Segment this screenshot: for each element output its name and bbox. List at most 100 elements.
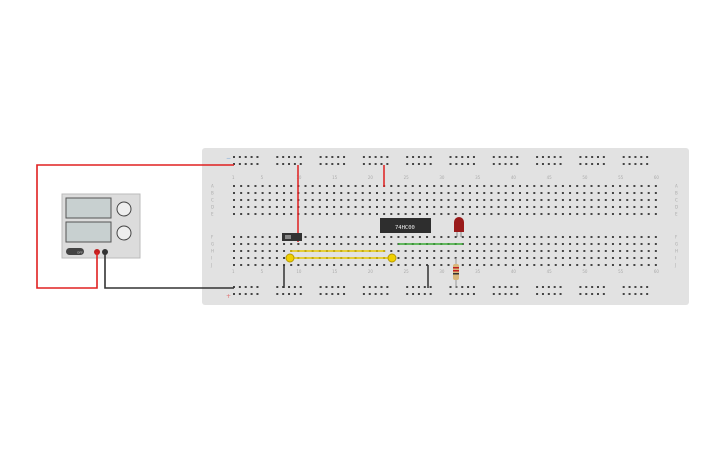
breadboard-hole[interactable] [490,257,493,259]
breadboard-hole[interactable] [433,192,436,194]
breadboard-hole[interactable] [628,156,631,158]
breadboard-hole[interactable] [240,192,243,194]
breadboard-hole[interactable] [626,243,629,245]
breadboard-hole[interactable] [585,163,588,165]
breadboard-hole[interactable] [362,293,365,295]
breadboard-hole[interactable] [576,236,579,238]
breadboard-hole[interactable] [390,185,393,187]
breadboard-hole[interactable] [447,250,450,252]
breadboard-hole[interactable] [497,257,500,259]
breadboard-hole[interactable] [476,264,479,266]
breadboard-hole[interactable] [412,286,415,288]
breadboard-hole[interactable] [597,257,600,259]
breadboard-hole[interactable] [268,192,271,194]
breadboard-hole[interactable] [633,192,636,194]
breadboard-hole[interactable] [626,213,629,215]
breadboard-hole[interactable] [561,243,564,245]
breadboard-hole[interactable] [596,293,599,295]
breadboard-hole[interactable] [275,264,278,266]
breadboard-hole[interactable] [640,199,643,201]
wire-endpoint-handle[interactable] [285,253,295,263]
breadboard-hole[interactable] [383,206,386,208]
breadboard-hole[interactable] [647,236,650,238]
breadboard-hole[interactable] [604,192,607,194]
breadboard-hole[interactable] [417,163,420,165]
breadboard-hole[interactable] [412,163,415,165]
breadboard-hole[interactable] [476,236,479,238]
breadboard-hole[interactable] [423,286,426,288]
breadboard-hole[interactable] [368,185,371,187]
breadboard-hole[interactable] [504,236,507,238]
breadboard-hole[interactable] [440,264,443,266]
breadboard-hole[interactable] [583,257,586,259]
breadboard-hole[interactable] [640,243,643,245]
breadboard-hole[interactable] [511,236,514,238]
breadboard-hole[interactable] [299,293,302,295]
breadboard-hole[interactable] [511,185,514,187]
breadboard-hole[interactable] [569,213,572,215]
breadboard-hole[interactable] [368,163,371,165]
breadboard-hole[interactable] [282,163,285,165]
breadboard-hole[interactable] [290,192,293,194]
breadboard-hole[interactable] [647,192,650,194]
breadboard-hole[interactable] [343,156,346,158]
breadboard-hole[interactable] [497,243,500,245]
breadboard-hole[interactable] [497,192,500,194]
breadboard-hole[interactable] [490,199,493,201]
breadboard-hole[interactable] [561,192,564,194]
breadboard-hole[interactable] [467,156,470,158]
breadboard-hole[interactable] [490,206,493,208]
breadboard-hole[interactable] [547,199,550,201]
breadboard-hole[interactable] [611,264,614,266]
breadboard-hole[interactable] [288,293,291,295]
breadboard-hole[interactable] [461,286,464,288]
breadboard-hole[interactable] [380,293,383,295]
breadboard-hole[interactable] [583,206,586,208]
breadboard-hole[interactable] [619,250,622,252]
breadboard-hole[interactable] [268,213,271,215]
breadboard-hole[interactable] [511,206,514,208]
breadboard-hole[interactable] [504,156,507,158]
breadboard-hole[interactable] [647,264,650,266]
breadboard-hole[interactable] [240,213,243,215]
breadboard-hole[interactable] [397,250,400,252]
breadboard-hole[interactable] [238,156,241,158]
breadboard-hole[interactable] [368,264,371,266]
breadboard-hole[interactable] [368,293,371,295]
breadboard-hole[interactable] [583,199,586,201]
breadboard-hole[interactable] [337,293,340,295]
breadboard-hole[interactable] [640,156,643,158]
breadboard-hole[interactable] [240,206,243,208]
breadboard-hole[interactable] [467,286,470,288]
breadboard-hole[interactable] [554,185,557,187]
breadboard-hole[interactable] [423,156,426,158]
breadboard-hole[interactable] [590,192,593,194]
breadboard-hole[interactable] [304,185,307,187]
breadboard-hole[interactable] [647,185,650,187]
breadboard-hole[interactable] [492,293,495,295]
breadboard-hole[interactable] [547,257,550,259]
breadboard-hole[interactable] [483,199,486,201]
breadboard-hole[interactable] [519,236,521,238]
breadboard-hole[interactable] [541,156,544,158]
breadboard-hole[interactable] [511,257,514,259]
breadboard-hole[interactable] [447,236,450,238]
breadboard-hole[interactable] [404,185,407,187]
breadboard-hole[interactable] [547,264,550,266]
breadboard-hole[interactable] [454,250,457,252]
breadboard-hole[interactable] [254,250,257,252]
breadboard-hole[interactable] [504,185,507,187]
breadboard-hole[interactable] [268,243,271,245]
breadboard-hole[interactable] [561,206,564,208]
breadboard-hole[interactable] [576,206,579,208]
breadboard-hole[interactable] [540,199,543,201]
breadboard-hole[interactable] [590,250,593,252]
breadboard-hole[interactable] [547,286,550,288]
breadboard-hole[interactable] [626,206,629,208]
breadboard-hole[interactable] [250,163,253,165]
breadboard-hole[interactable] [240,185,243,187]
breadboard-hole[interactable] [290,185,293,187]
breadboard-hole[interactable] [390,192,393,194]
breadboard-hole[interactable] [275,257,278,259]
breadboard-hole[interactable] [468,236,471,238]
